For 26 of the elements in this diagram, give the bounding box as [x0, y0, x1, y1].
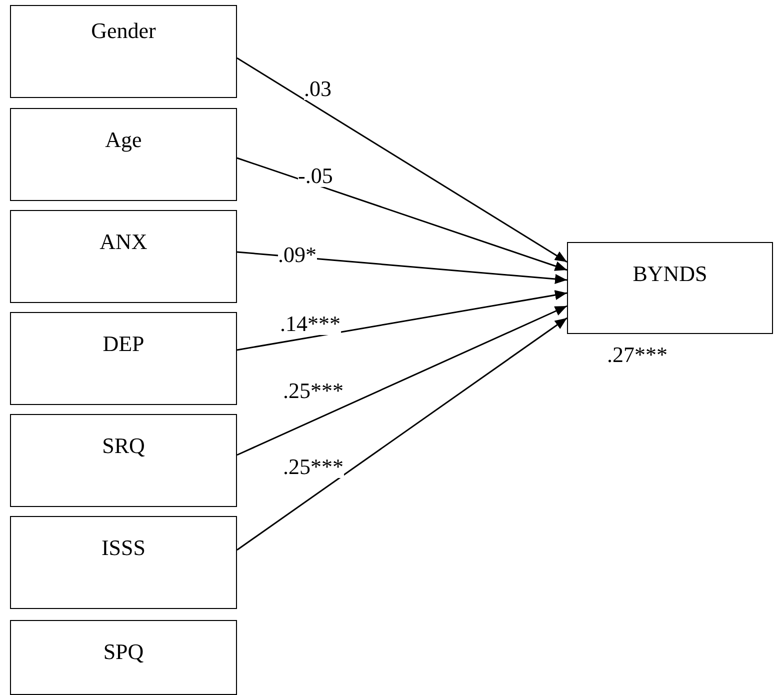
variable-box	[567, 242, 773, 334]
variable-box	[10, 5, 237, 98]
variable-box	[10, 108, 237, 201]
variable-box	[10, 620, 237, 695]
variable-name: BYNDS	[632, 261, 708, 287]
arrow	[236, 251, 568, 284]
variable-box	[10, 414, 237, 507]
variable-box	[10, 312, 237, 405]
edge-label: -.05	[298, 165, 333, 187]
edge-label: .25***	[283, 456, 344, 478]
variable-name: Gender	[91, 18, 156, 44]
variable-name: SRQ	[102, 433, 145, 459]
arrow	[236, 305, 568, 456]
variable-box	[10, 516, 237, 609]
variable-name: SPQ	[103, 639, 144, 665]
arrow	[236, 290, 568, 351]
variable-name: ANX	[100, 229, 148, 255]
variable-name: Age	[105, 127, 142, 153]
variable-name: DEP	[102, 331, 144, 357]
arrow	[236, 157, 568, 271]
edge-label: .03	[304, 78, 332, 100]
arrow	[236, 57, 568, 263]
variable-name: ISSS	[101, 535, 146, 561]
variable-box	[10, 210, 237, 303]
arrow	[236, 317, 568, 551]
r-squared-value: .27***	[607, 342, 668, 368]
